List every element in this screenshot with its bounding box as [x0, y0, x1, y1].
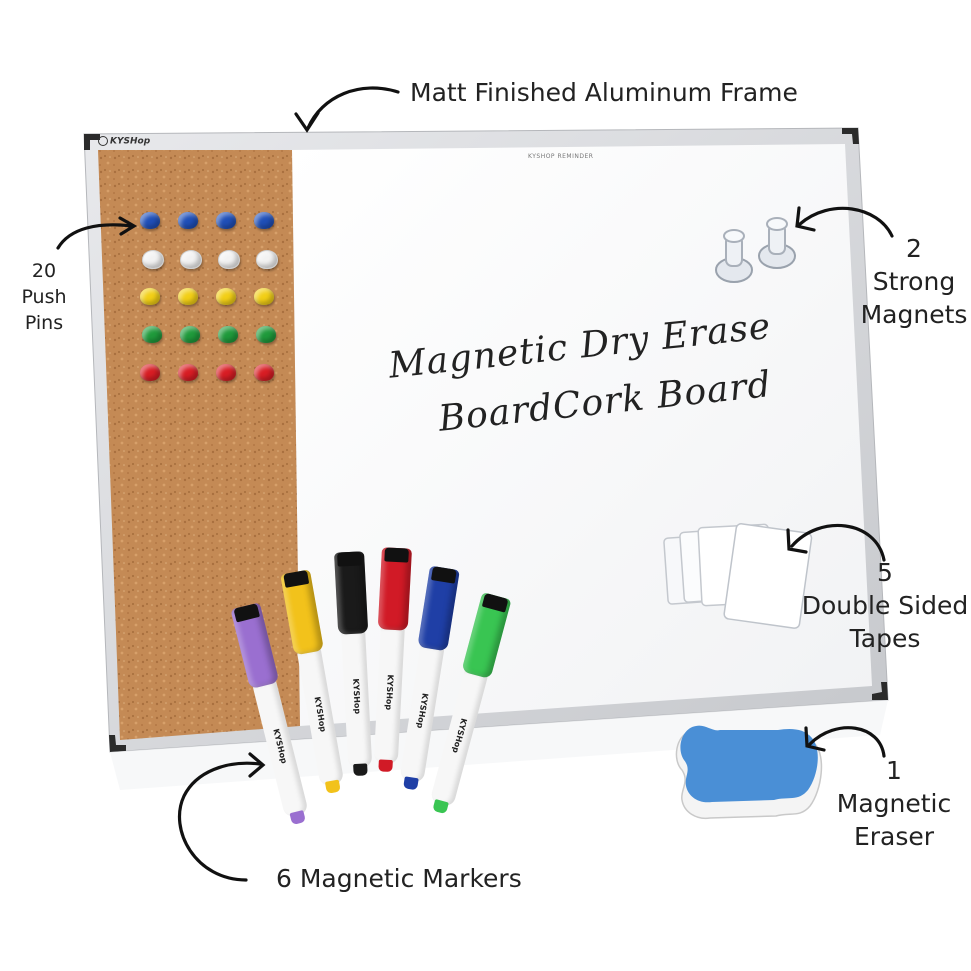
push-pin — [140, 364, 160, 381]
markers-arrow — [178, 761, 262, 882]
eraser-label: 1 Magnetic Eraser — [836, 756, 952, 851]
magnets-arrow — [798, 206, 894, 238]
push-pin — [256, 326, 276, 343]
frame-corner-tr — [842, 128, 859, 144]
push-pin — [178, 364, 198, 381]
magnet-1 — [715, 229, 753, 283]
push-pin — [216, 212, 236, 229]
push-pins-grid — [140, 212, 280, 382]
eraser-arrow — [808, 726, 886, 758]
push-pins-arrow — [56, 223, 134, 250]
brand-logo: KYSHop — [98, 136, 150, 147]
push-pin — [218, 250, 240, 269]
push-pin — [178, 288, 198, 305]
frame-corner-bl — [109, 735, 126, 752]
magnetic-eraser — [675, 725, 823, 820]
markers-label: 6 Magnetic Markers — [276, 864, 522, 893]
push-pin — [142, 326, 162, 343]
push-pin — [216, 364, 236, 381]
push-pin — [180, 326, 200, 343]
push-pin — [254, 364, 274, 381]
push-pin — [178, 212, 198, 229]
push-pin — [180, 250, 202, 269]
magnet-2 — [758, 217, 796, 269]
push-pin — [142, 250, 164, 269]
push-pin — [216, 288, 236, 305]
push-pin — [140, 212, 160, 229]
push-pin — [256, 250, 278, 269]
push-pin — [218, 326, 238, 343]
frame-arrow — [306, 86, 400, 130]
reminder-sticker: KYSHOP REMINDER — [528, 153, 594, 160]
push-pin — [254, 212, 274, 229]
frame-corner-tl — [84, 134, 100, 150]
magnets-label: 2 Strong Magnets — [860, 234, 968, 329]
frame-label: Matt Finished Aluminum Frame — [410, 78, 798, 107]
push-pin — [140, 288, 160, 305]
push-pin — [254, 288, 274, 305]
push-pins-label: 20 Push Pins — [21, 260, 67, 334]
tapes-label: 5 Double Sided Tapes — [801, 558, 969, 653]
tapes-arrow — [790, 523, 886, 562]
frame-corner-br — [872, 682, 888, 700]
brand-logo-icon — [98, 136, 108, 146]
